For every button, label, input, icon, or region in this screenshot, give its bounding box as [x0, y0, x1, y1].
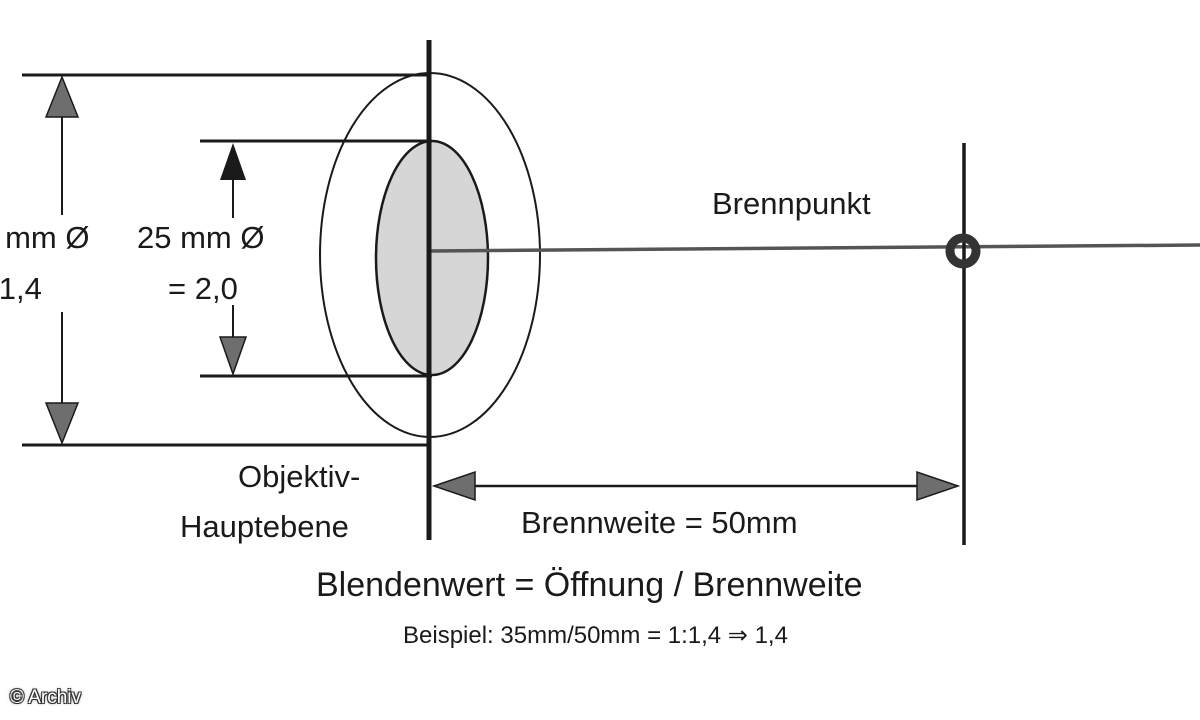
- lens-plane-label-line1: Objektiv-: [238, 459, 361, 494]
- aperture-formula: Blendenwert = Öffnung / Brennweite: [316, 566, 863, 604]
- inner-diameter-label: 25 mm Ø: [137, 220, 265, 255]
- outer-diameter-arrow: [44, 74, 80, 446]
- inner-ratio-label: = 2,0: [168, 271, 238, 306]
- inner-aperture-ellipse: [374, 139, 490, 377]
- focal-length-label: Brennweite = 50mm: [521, 505, 798, 540]
- focal-point-label: Brennpunkt: [712, 186, 871, 221]
- inner-diameter-arrow: [218, 143, 248, 377]
- lens-plane-label-line2: Hauptebene: [180, 509, 349, 544]
- outer-ratio-label: = 1,4: [0, 271, 42, 306]
- optical-axis: [429, 243, 1200, 253]
- formula-example: Beispiel: 35mm/50mm = 1:1,4 ⇒ 1,4: [403, 622, 788, 649]
- focal-length-arrow: [431, 470, 961, 502]
- credit-label: © Archiv: [10, 687, 82, 708]
- outer-diameter-label: 35 mm Ø: [0, 220, 90, 255]
- focal-point-marker: [945, 233, 981, 269]
